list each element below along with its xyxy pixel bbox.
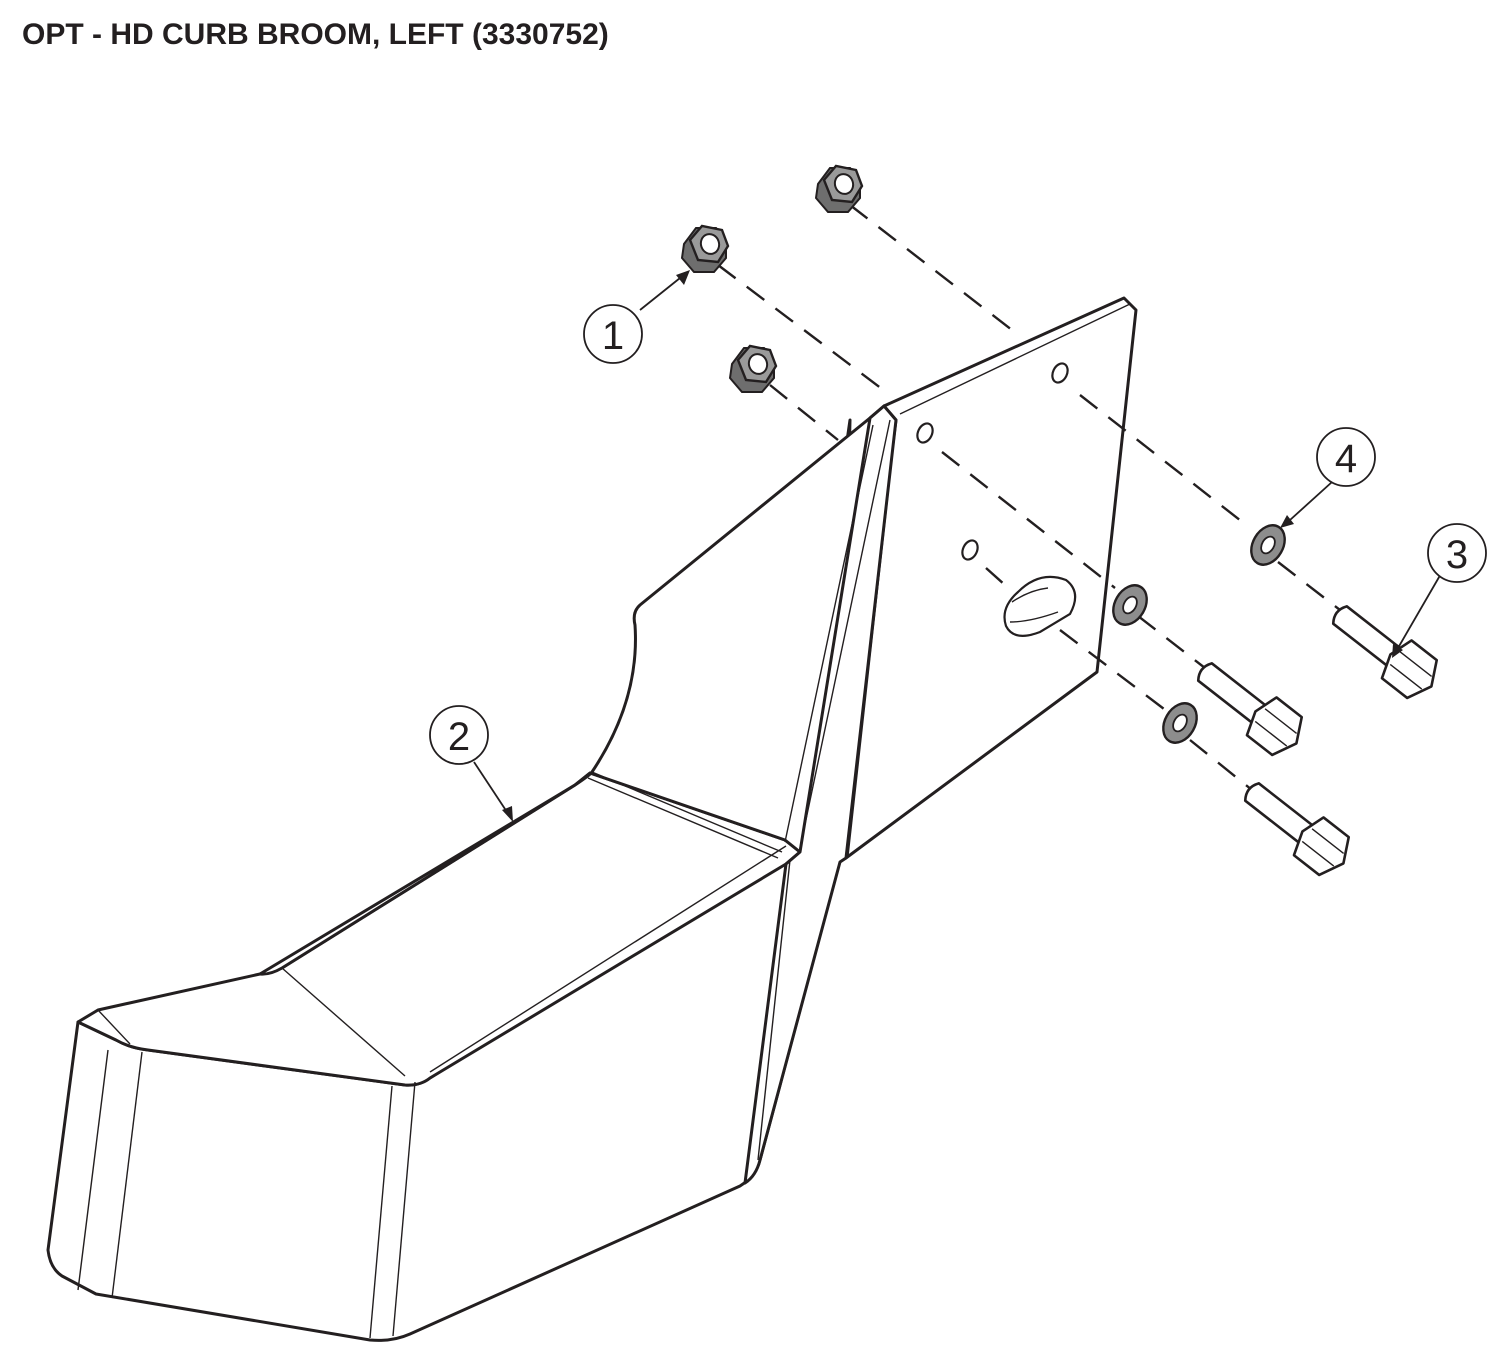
callout-2: 2 <box>429 705 489 765</box>
bolt-top <box>1331 605 1439 700</box>
bolt-lower <box>1243 782 1351 877</box>
washer-top <box>1250 524 1286 566</box>
curb-broom-bracket <box>46 296 1138 1342</box>
nut-middle <box>680 224 730 273</box>
nut-top <box>814 164 864 213</box>
bracket-bend-strip <box>743 404 898 1185</box>
callout-1: 1 <box>583 304 643 364</box>
assembly-centerlines <box>717 204 1341 791</box>
callout-2-number: 2 <box>448 715 470 759</box>
callout-3-number: 3 <box>1446 533 1468 577</box>
bracket-mount-plate <box>838 296 1138 862</box>
callout-3: 3 <box>1427 523 1487 583</box>
callout-4: 4 <box>1316 427 1376 487</box>
washer-lower <box>1162 702 1198 744</box>
diagram-title: OPT - HD CURB BROOM, LEFT (3330752) <box>22 18 609 51</box>
callout-4-number: 4 <box>1335 437 1357 481</box>
bracket-upper-wall <box>258 404 898 976</box>
washer-middle <box>1112 584 1148 626</box>
callout-leaders <box>473 270 1443 822</box>
bolt-middle <box>1196 662 1304 757</box>
callout-1-number: 1 <box>602 314 624 358</box>
nut-lower <box>728 344 778 393</box>
bracket-slot <box>1003 575 1077 637</box>
